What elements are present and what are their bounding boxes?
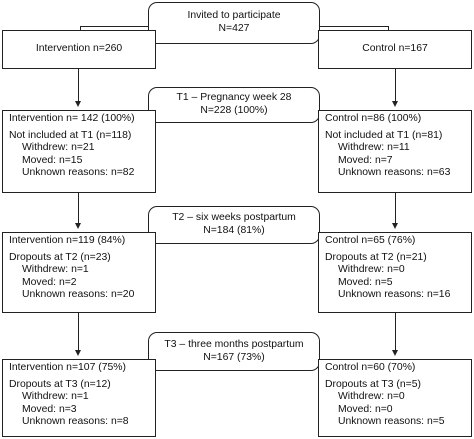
t2-control-sub: Dropouts at T2 (n=21)	[325, 251, 427, 263]
t1-control-moved: Moved: n=7	[338, 154, 393, 166]
t3-intervention-moved: Moved: n=3	[22, 403, 77, 415]
t1-intervention-box: Intervention n= 142 (100%) Not included …	[2, 110, 156, 193]
t2-timepoint-box: T2 – six weeks postpartum N=184 (81%)	[148, 206, 320, 244]
t3-intervention-unknown: Unknown reasons: n=8	[22, 416, 129, 428]
t3-control-moved: Moved: n=0	[338, 403, 393, 415]
t2-control-box: Control n=65 (76%) Dropouts at T2 (n=21)…	[318, 232, 472, 313]
t3-control-box: Control n=60 (70%) Dropouts at T3 (n=5) …	[318, 359, 472, 437]
arrow-shaft-control-t2	[395, 193, 397, 224]
t2-intervention-unknown: Unknown reasons: n=20	[22, 289, 135, 301]
connector-right-vertical-1	[388, 26, 390, 30]
arrow-shaft-intervention-t2	[78, 193, 80, 224]
t2-total: N=184 (81%)	[203, 225, 265, 236]
arrow-head-control-t1	[392, 101, 398, 107]
t3-total: N=167 (73%)	[203, 351, 265, 363]
t2-control-withdrew: Withdrew: n=0	[338, 264, 405, 276]
connector-left-vertical-1	[80, 26, 82, 30]
t2-intervention-moved: Moved: n=2	[22, 276, 77, 288]
connector-invited-right	[320, 26, 388, 28]
t3-intervention-head: Intervention n=107 (75%)	[9, 362, 126, 373]
t3-intervention-withdrew: Withdrew: n=1	[22, 391, 89, 403]
t1-control-head: Control n=86 (100%)	[325, 113, 422, 124]
t2-control-moved: Moved: n=5	[338, 276, 393, 288]
arrow-shaft-intervention-t1	[78, 69, 80, 102]
t3-timepoint-box: T3 – three months postpartum N=167 (73%)	[148, 332, 320, 371]
control-allocation-box: Control n=167	[318, 30, 472, 69]
t3-title: T3 – three months postpartum	[164, 338, 304, 350]
t3-control-head: Control n=60 (70%)	[325, 362, 416, 373]
t1-timepoint-box: T1 – Pregnancy week 28 N=228 (100%)	[148, 87, 320, 123]
control-allocation-label: Control n=167	[362, 43, 428, 55]
t1-intervention-moved: Moved: n=15	[22, 154, 83, 166]
t1-control-withdrew: Withdrew: n=11	[338, 142, 410, 154]
arrow-head-control-t2	[392, 223, 398, 229]
t2-intervention-sub: Dropouts at T2 (n=23)	[9, 251, 111, 263]
t2-title: T2 – six weeks postpartum	[172, 212, 296, 224]
t1-intervention-sub: Not included at T1 (n=118)	[9, 129, 132, 141]
arrow-head-intervention-t3	[75, 350, 81, 356]
t3-control-sub: Dropouts at T3 (n=5)	[325, 378, 421, 390]
t1-control-sub: Not included at T1 (n=81)	[325, 129, 443, 141]
arrow-head-intervention-t1	[75, 101, 81, 107]
t2-control-unknown: Unknown reasons: n=16	[338, 289, 451, 301]
invited-count: N=427	[218, 23, 250, 34]
arrow-shaft-control-t3	[395, 313, 397, 351]
intervention-allocation-box: Intervention n=260	[2, 30, 156, 69]
t3-control-unknown: Unknown reasons: n=5	[338, 416, 445, 428]
t1-control-box: Control n=86 (100%) Not included at T1 (…	[318, 110, 472, 193]
t1-intervention-head: Intervention n= 142 (100%)	[9, 113, 135, 124]
t1-intervention-withdrew: Withdrew: n=21	[22, 142, 95, 154]
t1-intervention-unknown: Unknown reasons: n=82	[22, 167, 135, 179]
t1-total: N=228 (100%)	[200, 105, 268, 116]
intervention-allocation-label: Intervention n=260	[35, 43, 123, 55]
invited-label: Invited to participate	[187, 10, 281, 22]
t3-intervention-sub: Dropouts at T3 (n=12)	[9, 378, 111, 390]
arrow-shaft-control-t1	[395, 69, 397, 102]
connector-invited-left	[80, 26, 148, 28]
invited-box: Invited to participate N=427	[148, 2, 320, 44]
t1-control-unknown: Unknown reasons: n=63	[338, 167, 451, 179]
t3-control-withdrew: Withdrew: n=0	[338, 391, 405, 403]
t2-intervention-head: Intervention n=119 (84%)	[9, 235, 126, 246]
arrow-shaft-intervention-t3	[78, 313, 80, 351]
t2-intervention-withdrew: Withdrew: n=1	[22, 264, 89, 276]
t3-intervention-box: Intervention n=107 (75%) Dropouts at T3 …	[2, 359, 156, 437]
arrow-head-control-t3	[392, 350, 398, 356]
t1-title: T1 – Pregnancy week 28	[176, 92, 292, 104]
t2-control-head: Control n=65 (76%)	[325, 235, 416, 246]
t2-intervention-box: Intervention n=119 (84%) Dropouts at T2 …	[2, 232, 156, 313]
arrow-head-intervention-t2	[75, 223, 81, 229]
